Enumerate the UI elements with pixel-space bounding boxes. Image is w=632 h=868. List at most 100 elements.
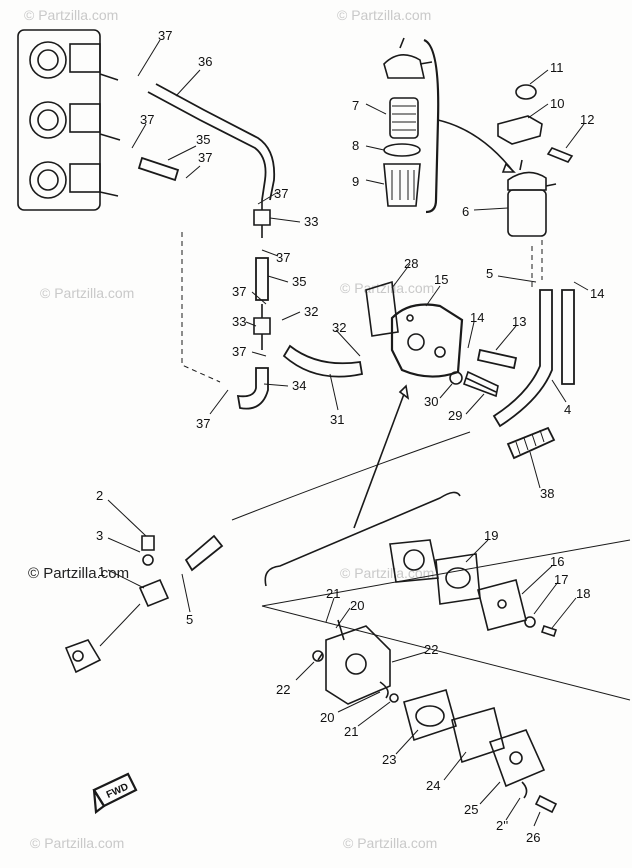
callout-38: 38: [540, 486, 554, 501]
hose-14: [561, 289, 575, 385]
callout-4: 4: [564, 402, 571, 417]
callout-32: 32: [332, 320, 346, 335]
callout-3: 3: [96, 528, 103, 543]
callout-13: 13: [512, 314, 526, 329]
bracket-10: [497, 115, 543, 145]
fuel-filter-exploded: [383, 37, 516, 214]
cap-11: [515, 84, 537, 100]
outline-box: [261, 539, 631, 701]
gasket-19: [435, 553, 481, 605]
callout-33: 33: [232, 314, 246, 329]
callout-37: 37: [276, 250, 290, 265]
callout-22: 22: [276, 682, 290, 697]
callout-37: 37: [198, 150, 212, 165]
fwd-label: FWD: [105, 782, 130, 801]
diaphragm-16: [477, 579, 527, 631]
hose-35-lower: [255, 257, 269, 301]
callout-24: 24: [426, 778, 440, 793]
fuel-pump-assembly: [365, 280, 464, 378]
bracket-line: [264, 491, 461, 587]
callout-35: 35: [292, 274, 306, 289]
callout-28: 28: [404, 256, 418, 271]
watermark-text: © Partzilla.com: [337, 7, 431, 23]
callout-37: 37: [158, 28, 172, 43]
washer-17: [524, 616, 536, 628]
hose-38: [506, 426, 556, 460]
callout-36: 36: [198, 54, 212, 69]
routing-line: [181, 232, 221, 383]
callout-20: 20: [320, 710, 334, 725]
pump-body: [325, 625, 391, 705]
callout-18: 18: [576, 586, 590, 601]
callout-14: 14: [470, 310, 484, 325]
callout-5: 5: [486, 266, 493, 281]
spring-20: [379, 681, 389, 699]
callout-1: 1: [98, 564, 105, 579]
callout-2-prime: 2'': [496, 818, 508, 833]
joint-33-lower: [253, 304, 271, 350]
watermark-text: © Partzilla.com: [24, 7, 118, 23]
callout-23: 23: [382, 752, 396, 767]
callout-labels: 37 36 37 35 37 37 33 37 35 37 32 33 32 3…: [96, 28, 604, 845]
hose-4: [492, 289, 553, 428]
plate-23: [403, 689, 457, 742]
callout-22: 22: [424, 642, 438, 657]
callout-37: 37: [232, 284, 246, 299]
callout-17: 17: [554, 572, 568, 587]
washer-30: [449, 371, 463, 385]
dashed-boundary: [231, 431, 471, 521]
callout-2: 2: [96, 488, 103, 503]
callout-6: 6: [462, 204, 469, 219]
callout-37: 37: [140, 112, 154, 127]
hose-31: [282, 344, 364, 378]
leader-lines: [107, 39, 589, 827]
callout-31: 31: [330, 412, 344, 427]
watermark-text: © Partzilla.com: [343, 835, 437, 851]
fwd-arrow: FWD: [92, 772, 138, 815]
fuel-filter-6: [507, 159, 557, 288]
callout-20: 20: [350, 598, 364, 613]
callout-34: 34: [292, 378, 306, 393]
watermark-text: © Partzilla.com: [40, 285, 134, 301]
callout-32: 32: [304, 304, 318, 319]
callout-37: 37: [196, 416, 210, 431]
diaphragm-24: [451, 707, 505, 764]
callout-7: 7: [352, 98, 359, 113]
callout-11: 11: [550, 60, 564, 75]
callout-29: 29: [448, 408, 462, 423]
nut-22: [312, 650, 324, 662]
joint-33-upper: [253, 200, 271, 238]
callout-19: 19: [484, 528, 498, 543]
callout-21: 21: [326, 586, 340, 601]
watermark-text: © Partzilla.com: [340, 280, 434, 296]
carburetor-stack: [17, 29, 121, 211]
callout-30: 30: [424, 394, 438, 409]
screw-18: [540, 624, 558, 638]
bolt-12: [546, 147, 574, 163]
pipe-13: [476, 348, 518, 370]
callout-25: 25: [464, 802, 478, 817]
callout-9: 9: [352, 174, 359, 189]
hose-34: [236, 367, 269, 410]
callout-21: 21: [344, 724, 358, 739]
hose-36: [147, 83, 276, 201]
cover-25: [488, 729, 546, 788]
watermark-text-dark: © Partzilla.com: [28, 565, 129, 582]
bolt-26: [534, 794, 558, 814]
screw-21: [389, 693, 399, 703]
callout-5: 5: [186, 612, 193, 627]
callout-8: 8: [352, 138, 359, 153]
watermarks: © Partzilla.com © Partzilla.com © Partzi…: [24, 7, 437, 851]
hose-35-upper: [137, 156, 180, 182]
fuel-connector-1: [64, 534, 224, 674]
washer-2: [521, 781, 528, 799]
callout-12: 12: [580, 112, 594, 127]
callout-37: 37: [232, 344, 246, 359]
callout-16: 16: [550, 554, 564, 569]
bolt-29: [462, 370, 499, 398]
watermark-text: © Partzilla.com: [30, 835, 124, 851]
callout-14: 14: [590, 286, 604, 301]
pointer-arrow: [353, 393, 405, 529]
callout-35: 35: [196, 132, 210, 147]
